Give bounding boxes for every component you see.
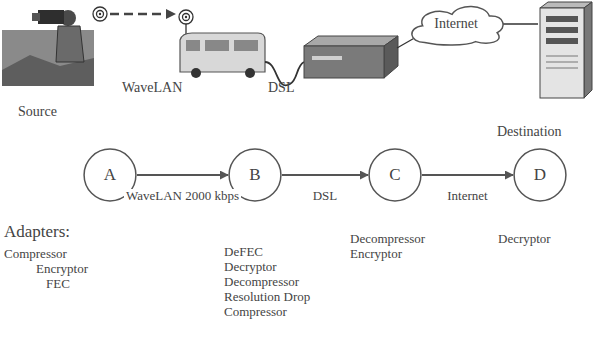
adapter-name: DeFEC <box>224 245 263 260</box>
camera-photo <box>2 10 94 86</box>
adapter-name: Encryptor <box>36 262 88 277</box>
dsl-router <box>304 36 398 78</box>
van <box>180 33 265 78</box>
antenna-icon <box>99 13 101 15</box>
cloud-label: Internet <box>434 16 478 31</box>
figure-label: Destination <box>497 124 562 140</box>
figure-label: DSL <box>268 80 294 96</box>
antenna-icon <box>185 16 187 18</box>
adapter-name: Decryptor <box>224 260 277 275</box>
radio-arrowhead <box>166 9 176 19</box>
adapter-name: Decompressor <box>224 275 299 290</box>
server-vent <box>546 68 578 69</box>
link-label: WaveLAN 2000 kbps <box>124 189 241 204</box>
figure-label: Source <box>18 104 57 120</box>
circle-shape <box>514 149 566 201</box>
antenna-icon <box>179 10 193 24</box>
link-arrow <box>282 174 368 176</box>
antenna-icon <box>93 7 107 21</box>
internet-link <box>502 23 538 24</box>
server-drive <box>546 27 578 33</box>
adapter-name: Compressor <box>224 305 287 320</box>
radio-link <box>110 13 168 16</box>
router-front <box>304 46 384 78</box>
router-top <box>304 36 398 46</box>
circle-node: C <box>368 148 422 202</box>
adapter-name: Decompressor <box>350 232 425 247</box>
node-letter: A <box>104 166 116 185</box>
adapter-name: Resolution Drop <box>224 290 310 305</box>
server-vent <box>546 62 578 63</box>
van-window <box>234 40 258 51</box>
adapter-name: Compressor <box>4 247 67 262</box>
node-letter: D <box>534 166 546 185</box>
van-wheel <box>245 68 255 78</box>
adapter-name: FEC <box>46 277 70 292</box>
router-lights <box>312 56 342 60</box>
link-arrow <box>422 174 513 176</box>
adapter-name: Decryptor <box>498 232 551 247</box>
camera-lens <box>32 13 40 21</box>
server <box>540 2 592 98</box>
server-top <box>540 2 592 8</box>
van-wheel <box>191 68 201 78</box>
server-side <box>584 2 592 98</box>
adapter-name: Encryptor <box>350 247 402 262</box>
section-heading: Adapters: <box>4 222 70 242</box>
node-letter: B <box>249 166 260 185</box>
server-drive <box>546 38 578 44</box>
van-window <box>186 40 200 51</box>
server-drive <box>546 16 578 22</box>
video-camera <box>38 10 64 24</box>
server-front <box>540 8 584 98</box>
link-label: DSL <box>311 189 340 204</box>
antenna-icon <box>97 11 104 18</box>
server-vent <box>546 56 578 57</box>
link-label: Internet <box>445 189 489 204</box>
circle-node: D <box>513 148 567 202</box>
van-window <box>205 40 229 51</box>
person-body <box>56 26 84 62</box>
cloud-node: Internet <box>407 2 505 46</box>
figure-label: WaveLAN <box>122 80 182 96</box>
antenna-mast <box>185 24 186 34</box>
router-side <box>384 36 398 78</box>
cloud-shape <box>412 7 503 45</box>
node-letter: C <box>389 166 400 185</box>
antenna-icon <box>183 14 190 21</box>
link-arrow <box>137 174 228 176</box>
wireless-link <box>93 7 193 34</box>
van-body <box>180 33 265 72</box>
circle-shape <box>369 149 421 201</box>
